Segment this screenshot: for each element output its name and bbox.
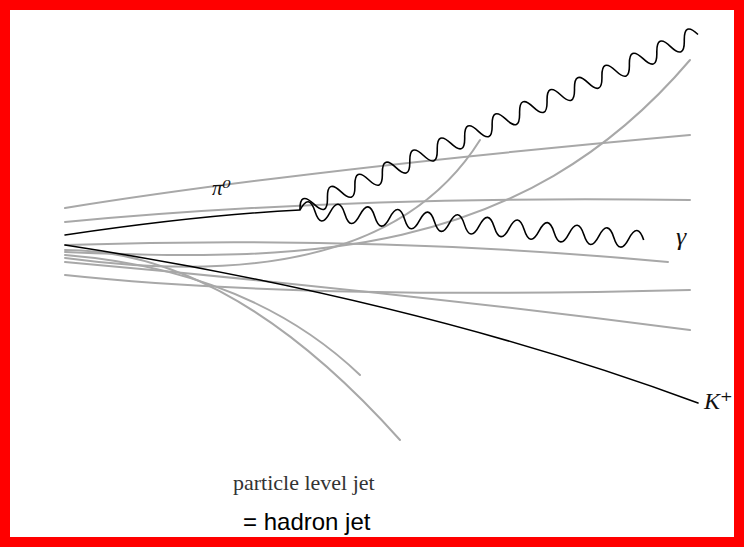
track — [65, 262, 690, 330]
particle-tracks — [65, 60, 690, 440]
track — [65, 135, 690, 208]
hadron-tracks — [65, 210, 698, 403]
track — [65, 140, 480, 267]
track — [65, 242, 668, 262]
photon-lines — [296, 26, 701, 249]
particle-label: π⁰ — [212, 176, 231, 200]
particle-label: γ — [676, 222, 686, 252]
particle-label: K⁺ — [704, 388, 733, 416]
figure-caption: particle level jet — [233, 470, 375, 495]
pion-track — [65, 210, 300, 235]
track — [65, 250, 400, 440]
track — [65, 60, 690, 255]
figure-caption: = hadron jet — [243, 508, 370, 536]
kaon-track — [65, 245, 698, 403]
photon-wave — [299, 201, 644, 249]
track — [65, 199, 690, 222]
track — [65, 275, 690, 293]
photon-wave — [296, 26, 701, 218]
red-frame — [5, 5, 739, 542]
